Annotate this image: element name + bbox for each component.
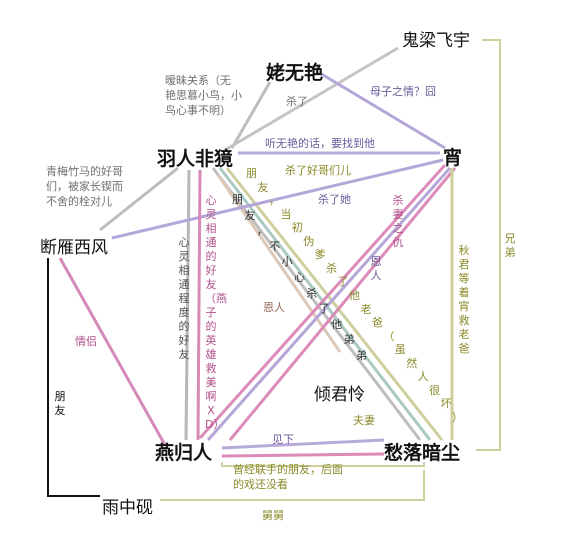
label-fuqi: 夫妻 (353, 414, 375, 427)
line-yangui-chouluo-olive (221, 462, 425, 467)
line-yuren-duanyan (99, 166, 179, 232)
diag1-char: ， (268, 194, 280, 208)
label-shale-ta: 杀了她 (318, 193, 351, 206)
label-xinling-left: 心灵相通程度的好友 (178, 236, 190, 361)
label-jianxia: 见下 (272, 433, 294, 446)
label-enren-left: 恩人 (263, 301, 285, 314)
label-xinling-mid: 心灵相通的好友（燕子的英雄救美啊XD） (205, 194, 227, 431)
diag2-char: 友 (244, 208, 256, 222)
line-duanyan-yuzhong (47, 258, 100, 497)
diag2-char: 了 (318, 302, 330, 316)
node-xiao: 宵 (443, 147, 463, 169)
diag2-char: 小 (281, 255, 293, 269)
diag1-char: 杀 (326, 261, 338, 275)
diag1-char: 坏 (440, 397, 452, 411)
diag1-char: 很 (429, 383, 441, 397)
label-shaqi: 杀妻之仇 (392, 194, 404, 249)
line-xiao-yangui-pink (198, 163, 447, 440)
label-aimei: 暧昧关系（无 艳思慕小鸟，小 鸟心事不明） (165, 74, 242, 117)
diag2-char: 朋 (232, 193, 243, 206)
line-yuren-chouluo-gray (211, 167, 422, 441)
diag2-char: 弟 (356, 349, 367, 362)
node-duanyan: 断雁西风 (40, 238, 108, 258)
label-shale-gemen: 杀了好哥们儿 (285, 164, 351, 177)
line-duanyan-yangui-pink (58, 257, 167, 446)
label-pengyou-left: 朋友 (54, 390, 66, 417)
line-yuren-chouluo-teal (218, 167, 432, 441)
label-cengjing: 曾经联手的朋友，后面 的戏还没看 (233, 463, 343, 491)
label-enren-right: 恩人 (370, 255, 382, 282)
line-yuren-yangui-left (184, 169, 191, 441)
node-yuren: 羽人非獍 (157, 148, 234, 170)
diag2-char: 他 (331, 317, 343, 331)
node-yuzhong: 雨中砚 (102, 498, 153, 518)
node-qingjun: 倾君怜 (314, 385, 365, 405)
line-guiliang-xiongdi (476, 39, 501, 451)
diag1-char: 虽 (394, 343, 406, 357)
diag2-char: 不 (269, 239, 281, 253)
diag2-char: ， (256, 224, 268, 238)
label-jiujiu: 舅舅 (262, 509, 284, 522)
diag1-char: 然 (406, 356, 418, 370)
line-yuzhong-chouluo (160, 470, 425, 501)
diag1-char: 伪 (303, 234, 315, 248)
diag1-char: 人 (417, 370, 429, 384)
diag1-char: ） (452, 411, 463, 424)
diag2-char: 弟 (343, 333, 355, 347)
node-chouluo: 愁落暗尘 (384, 442, 461, 464)
label-qinglv: 情侣 (75, 335, 97, 348)
diag1-char: 他 (349, 289, 360, 302)
diag1-char: 爸 (371, 316, 383, 330)
diag1-char: （ (383, 329, 395, 343)
label-tingwuyan: 听无艳的话，要找到他 (265, 137, 375, 150)
diag1-char: 当 (280, 207, 292, 221)
line-yuren-chouluo-olive (225, 167, 444, 441)
diag1-char: 初 (291, 221, 303, 235)
label-muzi: 母子之情？囧 (370, 85, 436, 98)
label-qingmei: 青梅竹马的好哥 们，被家长锲而 不舍的栓对儿 (46, 165, 123, 208)
node-guiliang: 鬼梁飞宇 (402, 31, 470, 51)
label-xiongdi: 兄弟 (504, 232, 516, 259)
node-yangui: 燕归人 (155, 442, 213, 464)
line-guiliang-yuren (224, 46, 399, 152)
line-yuren-qingjun-tan (216, 174, 342, 353)
label-shale1: 杀了 (286, 95, 308, 108)
diag1-char: 老 (360, 302, 372, 316)
line-xiao-chouluo-pink (228, 167, 457, 441)
diag1-char: 爹 (314, 248, 326, 262)
line-jiang-yuren (230, 81, 272, 149)
diag2-char: 杀 (306, 286, 318, 300)
line-jiang-xiao (317, 70, 446, 150)
node-jiang: 姥无艳 (266, 62, 324, 84)
diag1-char: 朋 (246, 167, 257, 180)
line-yangui-chouluo-purple (221, 438, 385, 450)
label-qiujun: 秋君等着宵救老爸 (458, 244, 470, 355)
line-xiao-yangui-purple (206, 167, 452, 441)
line-yangui-chouluo-pink (221, 452, 385, 458)
diag1-char: 友 (257, 180, 269, 194)
diag2-char: 心 (294, 271, 305, 284)
line-yuren-yangui-pink (196, 169, 202, 441)
line-xiao-duanyan (111, 158, 444, 240)
diag1-char: 了 (337, 275, 349, 289)
